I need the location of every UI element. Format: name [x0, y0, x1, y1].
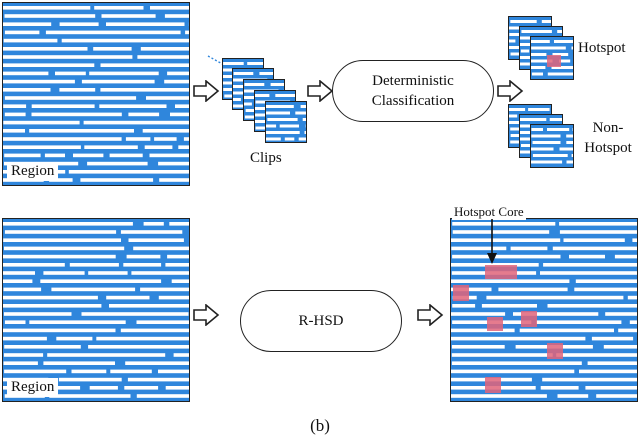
bottom-region-panel: Region: [2, 218, 190, 402]
top-region-layout-pattern: [3, 6, 189, 182]
arrow-top-1: [193, 80, 220, 102]
hotspot-core-marker-1: [485, 265, 501, 279]
output-region-layout-pattern: [451, 222, 637, 398]
deterministic-classification-label: Deterministic Classification: [371, 73, 455, 109]
nonhotspot-clip-3: [530, 124, 574, 168]
top-region-panel: Region: [2, 2, 190, 186]
hotspot-core-marker-6: [547, 343, 563, 359]
rhsd-box: R-HSD: [240, 290, 402, 352]
arrow-top-3: [497, 80, 524, 102]
arrow-bottom-2: [417, 304, 444, 326]
bottom-region-layout-pattern: [3, 222, 189, 398]
bottom-region-label: Region: [7, 378, 59, 397]
hotspot-core-marker-4: [487, 317, 503, 331]
hotspot-core-marker-7: [485, 377, 501, 393]
hotspot-core-marker-2: [501, 265, 517, 279]
hotspot-marker: [547, 55, 561, 67]
nonhotspot-label: Non-Hotspot: [584, 120, 632, 156]
arrow-top-2: [307, 80, 334, 102]
deterministic-classification-box: Deterministic Classification: [332, 60, 494, 122]
hotspot-label: Hotspot: [578, 40, 626, 56]
hotspot-core-label: Hotspot Core: [452, 204, 526, 220]
clips-label: Clips: [250, 150, 282, 166]
hotspot-core-marker-5: [521, 311, 537, 327]
hotspot-clip-3: [530, 36, 574, 80]
hotspot-core-marker-3: [453, 285, 469, 301]
arrow-bottom-1: [193, 304, 220, 326]
hotspot-core-arrow: [487, 219, 497, 264]
rhsd-label: R-HSD: [298, 313, 344, 329]
figure-caption: (b): [310, 416, 330, 435]
clip-5: [265, 101, 307, 143]
output-region-panel: [450, 218, 638, 402]
top-region-label: Region: [7, 162, 59, 181]
